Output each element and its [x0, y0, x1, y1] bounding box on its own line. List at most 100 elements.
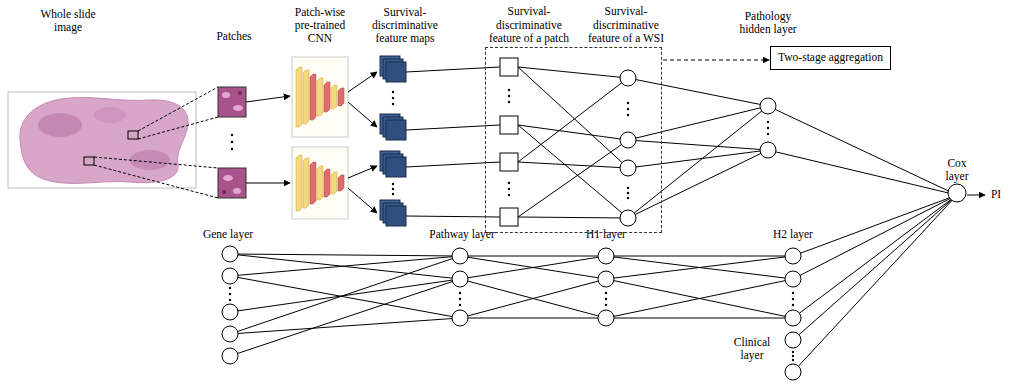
flow-arrow: [246, 183, 290, 184]
tissue-spot: [130, 150, 170, 170]
ellipsis-dot: [508, 101, 510, 103]
ellipsis-dot: [459, 304, 461, 306]
weight-line: [606, 318, 793, 319]
ellipsis-dot: [627, 192, 629, 194]
cnn-layer: [296, 155, 302, 211]
patch-marker: [128, 131, 138, 139]
weight-line: [518, 125, 628, 218]
node-text: Survival-discriminative feature of a WSI: [580, 5, 672, 45]
ellipsis-dot: [792, 351, 794, 353]
weight-line: [230, 318, 460, 334]
ellipsis-dot: [459, 292, 461, 294]
ellipsis-dot: [229, 299, 231, 301]
ellipsis-dot: [508, 194, 510, 196]
ellipsis-dot: [627, 114, 629, 116]
ellipsis-dot: [392, 188, 394, 190]
feature-map: [386, 157, 406, 177]
cnn-layer: [324, 82, 330, 112]
weight-line: [460, 256, 606, 257]
cnn-layer: [331, 172, 337, 194]
weight-line: [230, 254, 460, 279]
neuron: [760, 98, 776, 114]
cox-circle-shape: [948, 184, 966, 202]
layer-label: Pathway layer: [417, 228, 507, 241]
neuron: [785, 332, 801, 348]
cnn-layer: [303, 158, 309, 208]
ellipsis-dot: [392, 97, 394, 99]
patch-image: [218, 87, 246, 117]
weight-line: [460, 318, 606, 319]
patch-texture: [238, 91, 242, 95]
weight-line: [793, 195, 957, 318]
node-text: Survival-discriminative feature of a pat…: [483, 5, 575, 45]
neuron: [620, 70, 636, 86]
tissue: [20, 98, 188, 184]
patch-feature: [500, 58, 518, 76]
ellipsis-dot: [392, 193, 394, 195]
cnn-layer: [303, 70, 309, 124]
ellipsis-dot: [605, 304, 607, 306]
weight-line: [628, 140, 768, 150]
zoom-line: [138, 117, 218, 139]
neuron: [222, 268, 238, 284]
layer-label: Whole slide image: [28, 8, 108, 34]
ellipsis-dot: [508, 89, 510, 91]
layer-label: H1 layer: [576, 228, 636, 241]
cnn-layer: [324, 169, 330, 197]
patch-texture: [233, 105, 243, 111]
neuron: [785, 364, 801, 380]
ellipsis-dot: [231, 134, 233, 136]
ellipsis-dot: [767, 121, 769, 123]
ellipsis-dot: [229, 287, 231, 289]
zoom-line: [138, 87, 218, 131]
ellipsis-dot: [792, 359, 794, 361]
patch-texture: [233, 188, 241, 194]
node-text: Two-stage aggregation: [778, 51, 883, 64]
feature-map: [386, 62, 406, 82]
ellipsis-dot: [767, 127, 769, 129]
ellipsis-dot: [792, 355, 794, 357]
zoom-line: [94, 165, 218, 198]
weight-line: [606, 279, 793, 318]
weight-line: [460, 256, 606, 279]
process-box: Two-stage aggregation: [770, 46, 891, 70]
flow-arrow: [348, 102, 377, 127]
ellipsis-dot: [459, 298, 461, 300]
neuron: [222, 326, 238, 342]
patch-marker: [84, 157, 94, 165]
cnn-layer: [296, 67, 302, 127]
dashed-group: Survival-discriminative feature of a pat…: [485, 47, 662, 233]
ellipsis-dot: [792, 292, 794, 294]
weight-line: [793, 195, 957, 279]
layer-label: Pathology hidden layer: [733, 10, 803, 36]
neuron: [452, 310, 468, 326]
weight-line: [628, 78, 768, 106]
weight-line: [768, 150, 957, 195]
weight-line: [606, 256, 793, 257]
ellipsis-dot: [229, 293, 231, 295]
ellipsis-dot: [627, 187, 629, 189]
ellipsis-dot: [792, 304, 794, 306]
neuron: [452, 271, 468, 287]
ellipsis-dot: [605, 298, 607, 300]
cnn-layer: [310, 74, 316, 120]
cnn-layer: [338, 88, 344, 106]
dashed-arrow: [663, 60, 769, 61]
cnn-layer: [317, 166, 323, 200]
slide-frame: [8, 92, 196, 188]
ellipsis-dot: [627, 108, 629, 110]
weight-line: [230, 256, 460, 334]
neuron: [760, 142, 776, 158]
weight-line: [460, 279, 606, 318]
ellipsis-dot: [508, 188, 510, 190]
cox-circle: [947, 183, 967, 203]
weight-line: [460, 279, 606, 318]
cnn-layer: [331, 85, 337, 109]
ellipsis-dot: [392, 103, 394, 105]
layer-label: Gene layer: [193, 228, 263, 241]
cnn-box: [292, 147, 348, 219]
weight-line: [230, 276, 460, 318]
weight-line: [606, 256, 793, 279]
patch-texture: [223, 175, 233, 181]
tissue-spot: [94, 107, 126, 123]
